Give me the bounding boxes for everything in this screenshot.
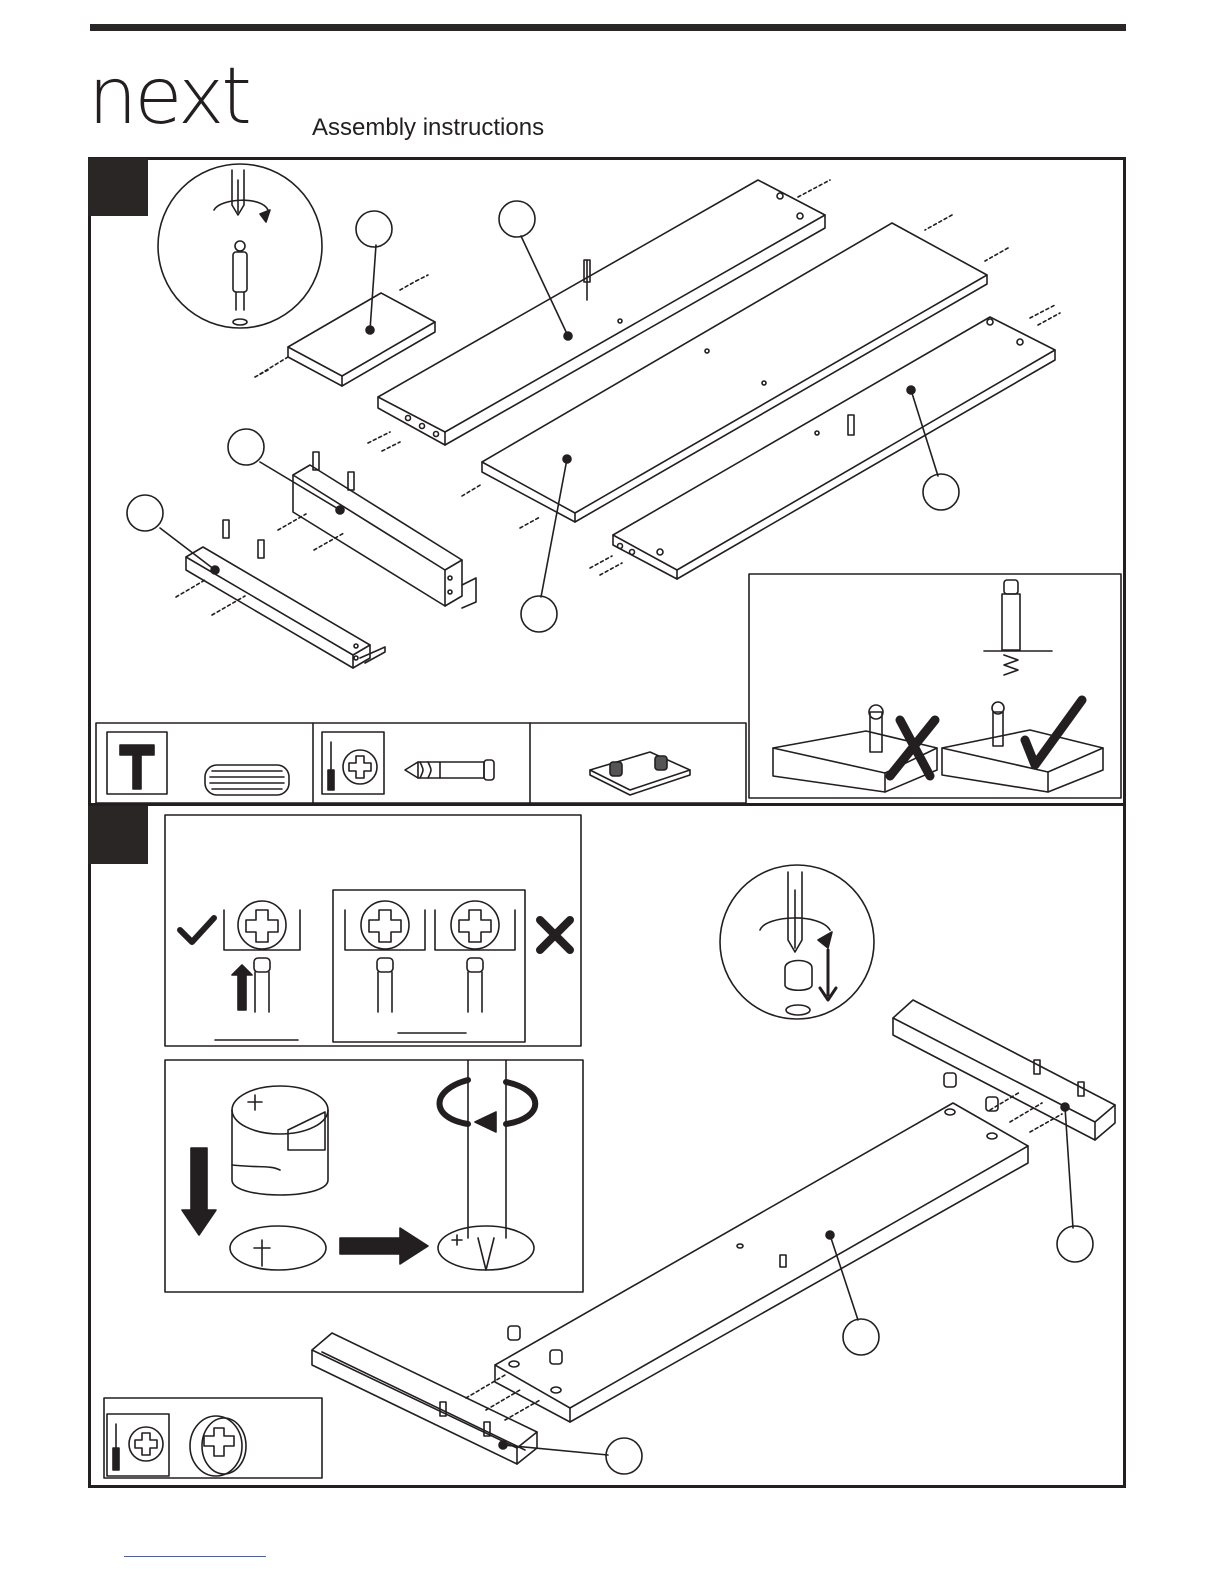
cam-fitting-2 bbox=[550, 1350, 562, 1393]
base-panel bbox=[495, 1073, 1028, 1422]
rail-right bbox=[228, 429, 476, 608]
long-middle-panel bbox=[462, 215, 1008, 632]
screwdriver-icon bbox=[113, 1424, 119, 1470]
cam-fitting-1 bbox=[508, 1326, 520, 1367]
bolt-depth-box bbox=[749, 574, 1121, 798]
long-bottom-panel bbox=[590, 305, 1060, 579]
parts-legend bbox=[96, 723, 746, 803]
step2-parts-legend bbox=[104, 1398, 322, 1478]
connector-plate-icon bbox=[590, 752, 690, 795]
footer-link-underline[interactable] bbox=[124, 1556, 266, 1557]
phillips-head-icon bbox=[129, 1427, 163, 1461]
cam-insertion-box bbox=[165, 1060, 583, 1292]
cam-lock-icon bbox=[190, 1416, 246, 1476]
rail-left bbox=[127, 495, 385, 668]
phillips-head-icon bbox=[343, 750, 377, 784]
cam-correct bbox=[215, 901, 300, 1040]
cam-wrong-1 bbox=[345, 901, 425, 1012]
cam-fitting-3 bbox=[944, 1073, 956, 1115]
side-rail-front bbox=[312, 1333, 642, 1474]
bolt-detail bbox=[158, 164, 322, 328]
side-rail-back bbox=[893, 1000, 1115, 1262]
long-top-panel bbox=[368, 180, 830, 451]
screwdriver-icon bbox=[328, 742, 334, 790]
dowel-icon bbox=[205, 765, 289, 795]
cam-orientation-box bbox=[165, 815, 581, 1046]
cam-detail bbox=[720, 865, 874, 1019]
cam-wrong-2 bbox=[398, 901, 515, 1033]
cross-icon bbox=[890, 720, 935, 776]
check-icon bbox=[1025, 700, 1082, 765]
cam-bolt-icon bbox=[405, 760, 494, 780]
hammer-icon bbox=[120, 745, 154, 789]
check-icon bbox=[180, 918, 214, 942]
cam-fitting-4 bbox=[986, 1097, 998, 1139]
cross-icon bbox=[540, 920, 570, 950]
small-panel bbox=[255, 211, 435, 386]
